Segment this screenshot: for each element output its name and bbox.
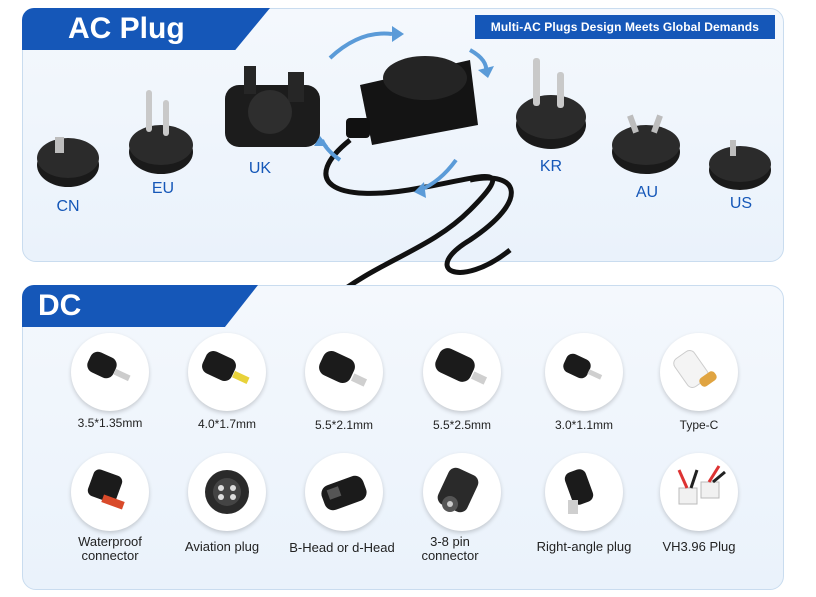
cn-plug-icon xyxy=(37,137,99,187)
uk-plug-icon xyxy=(225,66,320,147)
connector-thumb-right-angle xyxy=(545,453,623,531)
connector-thumb-type-c xyxy=(660,333,738,411)
aviation-plug-icon xyxy=(205,470,249,514)
plug-label-uk: UK xyxy=(248,160,272,177)
vh-connector-icon xyxy=(677,465,726,505)
connector-thumb-3-5x1-35 xyxy=(71,333,149,411)
plug-label-au: AU xyxy=(635,184,659,201)
connector-label-5-5x2-5: 5.5*2.5mm xyxy=(432,418,492,432)
connector-label-3-5x1-35: 3.5*1.35mm xyxy=(77,416,143,430)
au-plug-icon xyxy=(612,114,680,174)
connector-thumb-3-0x1-1 xyxy=(545,333,623,411)
dc-connector-panel: DC Connector xyxy=(22,285,784,590)
connector-label-waterproof: Waterproof connector xyxy=(78,534,142,563)
connector-label-3-8-pin: 3-8 pin connector xyxy=(421,534,479,563)
connector-label-right-angle: Right-angle plug xyxy=(536,539,632,554)
usb-c-plug-icon xyxy=(673,350,717,388)
plug-label-cn: CN xyxy=(56,198,80,215)
rotate-arrow-icon xyxy=(328,31,393,60)
dc-barrel-plug-icon xyxy=(319,350,368,387)
connector-thumb-4-0x1-7 xyxy=(188,333,266,411)
plug-label-us: US xyxy=(729,195,753,212)
connector-thumb-waterproof xyxy=(71,453,149,531)
connector-thumb-b-head xyxy=(305,453,383,531)
dc-barrel-plug-icon xyxy=(435,348,488,385)
connector-label-3-0x1-1: 3.0*1.1mm xyxy=(554,418,614,432)
waterproof-connector-icon xyxy=(87,469,125,510)
connector-label-aviation: Aviation plug xyxy=(184,539,260,554)
connector-thumb-5-5x2-5 xyxy=(423,333,501,411)
dc-barrel-plug-icon xyxy=(563,353,603,380)
ac-plug-title: AC Plug xyxy=(22,8,270,50)
connector-label-type-c: Type-C xyxy=(679,418,719,432)
connector-label-4-0x1-7: 4.0*1.7mm xyxy=(197,417,257,431)
connector-label-b-head: B-Head or d-Head xyxy=(289,540,395,555)
connector-thumb-3-8-pin xyxy=(423,453,501,531)
connector-thumb-5-5x2-1 xyxy=(305,333,383,411)
adapter-body-icon xyxy=(300,56,514,313)
connector-label-vh3-96: VH3.96 Plug xyxy=(662,539,736,554)
dc-barrel-plug-icon xyxy=(202,350,250,385)
connector-label-5-5x2-1: 5.5*2.1mm xyxy=(314,418,374,432)
ac-plug-banner: Multi-AC Plugs Design Meets Global Deman… xyxy=(474,15,775,39)
right-angle-plug-icon xyxy=(564,469,594,514)
us-plug-icon xyxy=(709,140,771,190)
din-pin-connector-icon xyxy=(437,467,479,513)
b-head-plug-icon xyxy=(321,475,367,511)
kr-plug-icon xyxy=(516,58,586,149)
dc-barrel-plug-icon xyxy=(87,351,131,382)
connector-thumb-aviation xyxy=(188,453,266,531)
plug-label-kr: KR xyxy=(539,158,563,175)
dc-connector-title: DC Connector xyxy=(22,285,258,327)
connector-thumb-vh3-96 xyxy=(660,453,738,531)
eu-plug-icon xyxy=(129,90,193,174)
plug-label-eu: EU xyxy=(151,180,175,197)
